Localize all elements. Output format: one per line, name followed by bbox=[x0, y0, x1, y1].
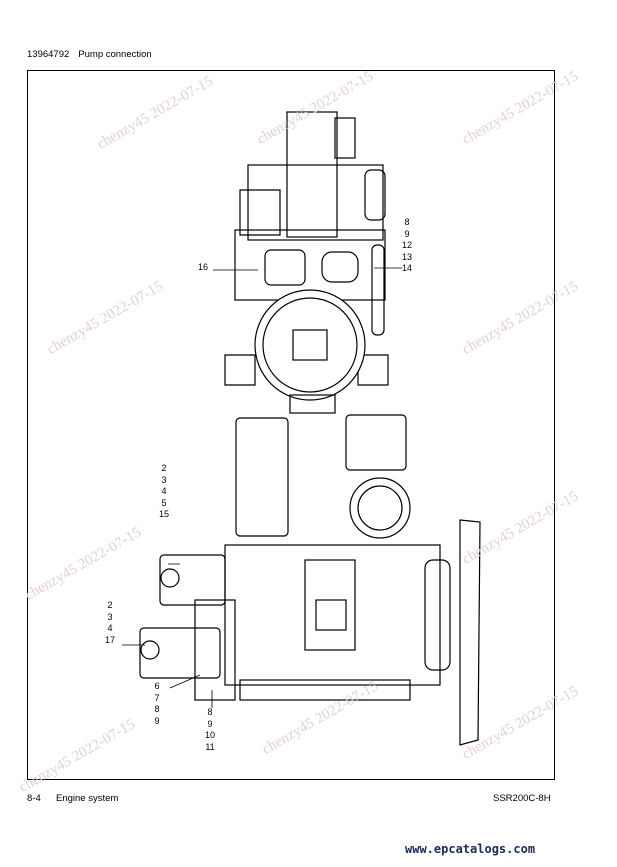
site-link[interactable]: www.epcatalogs.com bbox=[405, 842, 536, 856]
callout-number: 4 bbox=[161, 486, 167, 496]
drawing-frame bbox=[27, 70, 555, 780]
engine-top-view bbox=[213, 111, 402, 414]
engine-side-view bbox=[122, 414, 481, 746]
callout-number: 16 bbox=[197, 262, 208, 272]
section-name: Engine system bbox=[56, 793, 119, 804]
callout-number: 8 bbox=[207, 707, 213, 717]
model-name: SSR200C-8H bbox=[493, 793, 551, 804]
callout-side-upper: 2 3 4 5 15 bbox=[157, 463, 171, 521]
callout-side-lower-b: 8 9 10 11 bbox=[203, 707, 217, 753]
callout-side-lower-a: 6 7 8 9 bbox=[150, 681, 164, 727]
callout-number: 11 bbox=[205, 741, 215, 752]
callout-number: 3 bbox=[161, 474, 167, 485]
callout-number: 2 bbox=[161, 463, 167, 473]
callout-number: 5 bbox=[161, 497, 167, 508]
page-number: 8-4 bbox=[27, 793, 41, 804]
callout-number: 14 bbox=[401, 263, 412, 273]
callout-top-right: 8 9 12 13 14 bbox=[400, 217, 414, 275]
callout-number: 7 bbox=[154, 692, 160, 703]
page-header: 13964792 Pump connection bbox=[27, 49, 152, 60]
callout-number: 9 bbox=[154, 715, 160, 726]
callout-number: 15 bbox=[158, 509, 169, 519]
callout-number: 13 bbox=[401, 251, 412, 262]
page-title: Pump connection bbox=[78, 49, 152, 60]
callout-number: 3 bbox=[107, 611, 113, 622]
callout-number: 4 bbox=[107, 623, 113, 633]
callout-number: 12 bbox=[401, 240, 412, 250]
callout-number: 8 bbox=[154, 704, 160, 714]
callout-number: 9 bbox=[404, 228, 410, 239]
callout-number: 9 bbox=[207, 718, 213, 729]
callout-side-left: 2 3 4 17 bbox=[103, 600, 117, 646]
callout-number: 6 bbox=[154, 681, 160, 691]
doc-number: 13964792 bbox=[27, 49, 70, 60]
callout-number: 2 bbox=[107, 600, 113, 610]
callout-number: 10 bbox=[204, 730, 215, 740]
callout-number: 8 bbox=[404, 217, 410, 227]
callout-top-left: 16 bbox=[196, 262, 210, 274]
callout-number: 17 bbox=[104, 634, 115, 645]
